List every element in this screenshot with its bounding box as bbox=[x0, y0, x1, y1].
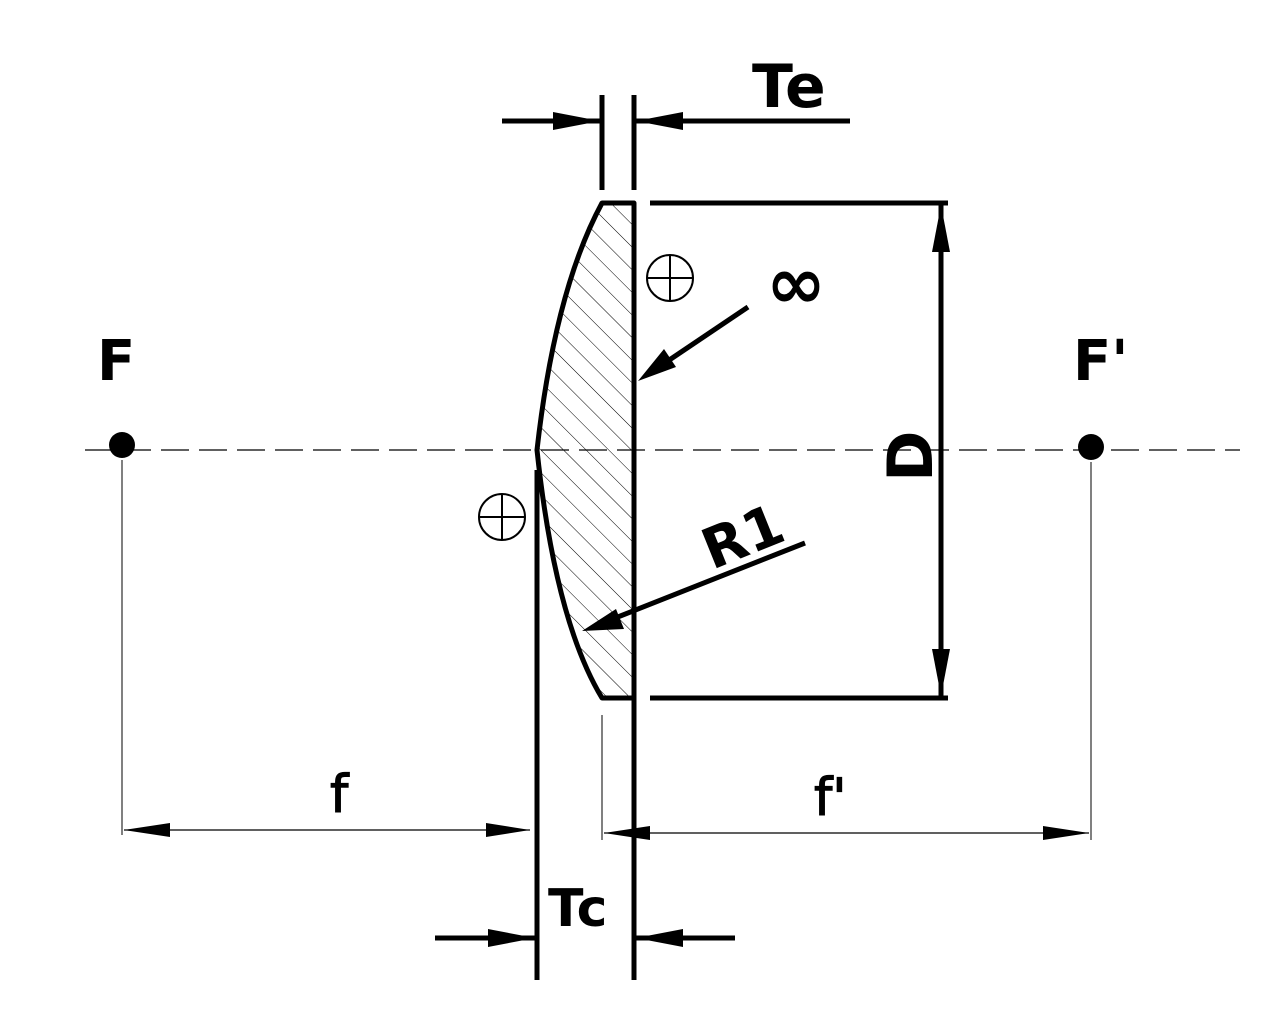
diameter-arrow-top bbox=[932, 205, 950, 252]
back-focal-arrow-left bbox=[604, 826, 650, 840]
center-thickness-arrow-left bbox=[488, 929, 535, 947]
center-thickness-label: Tc bbox=[548, 879, 607, 939]
edge-thickness-label: Te bbox=[752, 52, 826, 122]
flat-surface-leader-arrow bbox=[638, 349, 676, 381]
focal-point-front-dot bbox=[109, 432, 135, 458]
center-thickness-arrow-right bbox=[636, 929, 683, 947]
back-focal-length-label: f' bbox=[814, 768, 847, 828]
diameter-label: D bbox=[874, 431, 947, 482]
plus-circle-icon bbox=[478, 493, 526, 541]
radius-label: R1 bbox=[693, 492, 793, 583]
edge-thickness-arrow-left bbox=[553, 112, 600, 130]
front-focal-arrow-right bbox=[486, 823, 530, 837]
flat-surface-radius-label: ∞ bbox=[766, 241, 826, 325]
focal-point-front-label: F bbox=[97, 329, 135, 394]
back-focal-arrow-right bbox=[1043, 826, 1089, 840]
front-focal-arrow-left bbox=[124, 823, 170, 837]
focal-point-back-label: F' bbox=[1073, 329, 1128, 394]
focal-point-back-dot bbox=[1078, 434, 1104, 460]
lens-body bbox=[534, 200, 637, 701]
edge-thickness-arrow-right bbox=[636, 112, 683, 130]
radius-leader-arrow bbox=[582, 609, 624, 631]
diameter-arrow-bottom bbox=[932, 649, 950, 696]
plus-circle-icon bbox=[646, 254, 694, 302]
front-focal-length-label: f bbox=[330, 765, 350, 825]
radius-leader bbox=[599, 540, 806, 627]
